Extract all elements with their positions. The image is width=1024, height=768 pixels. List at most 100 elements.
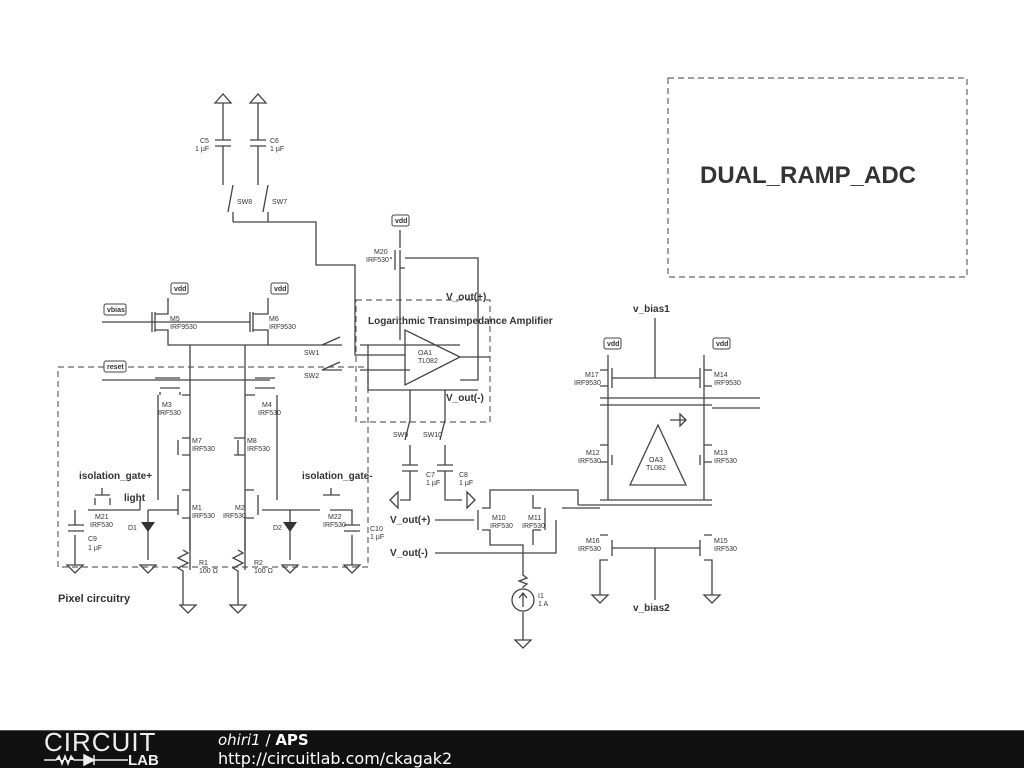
vdd-tag	[391, 214, 410, 227]
m11-label: M11	[528, 515, 541, 522]
m3-label: M3	[162, 402, 172, 409]
m17-label: M17	[585, 372, 599, 379]
amp-block-border[interactable]	[355, 299, 491, 423]
pixel-block-border[interactable]	[57, 366, 369, 568]
m4-value: IRF530	[258, 410, 281, 417]
m10-label: M10	[492, 515, 506, 522]
r2-value: 100 Ω	[254, 568, 273, 575]
current-source-arrow	[518, 591, 528, 607]
light-label: light	[124, 493, 146, 504]
vdd-label: vdd	[716, 341, 728, 348]
m7-label: M7	[192, 438, 202, 445]
m6-value: IRF9530	[269, 324, 296, 331]
m6-label: M6	[269, 316, 279, 323]
pixel-block-label: Pixel circuitry	[58, 593, 131, 605]
m21-value: IRF530	[90, 522, 113, 529]
m5-value: IRF9530	[170, 324, 197, 331]
sw10-label: SW10	[423, 432, 442, 439]
m14-label: M14	[714, 372, 728, 379]
resistor-diode-logo-icon	[44, 753, 128, 767]
m15-label: M15	[714, 538, 728, 545]
m20-label: M20	[374, 249, 388, 256]
m12-label: M12	[586, 450, 600, 457]
m7-value: IRF530	[192, 446, 215, 453]
sw1-label: SW1	[304, 350, 319, 357]
vdd-label: vdd	[274, 286, 286, 293]
oa1-label: OA1	[418, 350, 432, 357]
m16-label: M16	[586, 538, 600, 545]
vdd-tag	[270, 282, 289, 295]
r2-label: R2	[254, 560, 263, 567]
oa1-value: TL082	[418, 358, 438, 365]
sw2-label: SW2	[304, 373, 319, 380]
amp-block-label: Logarithmic Transimpedance Amplifier	[368, 316, 553, 327]
author-link[interactable]: ohiri1	[218, 731, 261, 749]
m20-value: IRF530	[366, 257, 389, 264]
oa1-symbol	[404, 328, 462, 387]
circuit-url[interactable]: http://circuitlab.com/ckagak2	[218, 749, 453, 768]
sw8-label: SW8	[237, 199, 252, 206]
adc-block-label: DUAL_RAMP_ADC	[700, 162, 916, 189]
c9-value: 1 µF	[88, 545, 102, 552]
m1-label: M1	[192, 505, 202, 512]
m2-label: M2	[235, 505, 245, 512]
m22-value: IRF530	[323, 522, 346, 529]
oa3-label: OA3	[649, 457, 663, 464]
circuitlab-logo[interactable]: CIRCUIT	[44, 727, 157, 757]
vdd-tag	[170, 282, 189, 295]
c6-label: C6	[270, 138, 279, 145]
vout-p-label: V_out(+)	[446, 292, 486, 303]
m15-value: IRF530	[714, 546, 737, 553]
m8-label: M8	[247, 438, 257, 445]
vdd-label: vdd	[607, 341, 619, 348]
m22-label: M22	[328, 514, 342, 521]
m21-label: M21	[95, 514, 109, 521]
m8-value: IRF530	[247, 446, 270, 453]
m16-value: IRF530	[578, 546, 601, 553]
vout-n-label: V_out(-)	[446, 393, 484, 404]
c8-label: C8	[459, 472, 468, 479]
v-bias1-label: v_bias1	[633, 304, 670, 315]
supply-arrows	[213, 93, 268, 104]
reset-label: reset	[107, 364, 124, 371]
c10-value: 1 µF	[370, 534, 384, 541]
vout-n-input-label: V_out(-)	[390, 548, 428, 559]
c5-value: 1 µF	[195, 146, 209, 153]
author-project: ohiri1 / APS	[218, 732, 309, 749]
i1-label: I1	[538, 593, 544, 600]
sw7-label: SW7	[272, 199, 287, 206]
oa3-value: TL082	[646, 465, 666, 472]
m2-value: IRF530	[223, 513, 246, 520]
m12-value: IRF530	[578, 458, 601, 465]
oa3-symbol	[628, 423, 688, 486]
vdd-label: vdd	[174, 286, 186, 293]
footer-bar: CIRCUIT LAB ohiri1 / APS http://circuitl…	[0, 727, 1024, 768]
c7-value: 1 µF	[426, 480, 440, 487]
m17-value: IRF9530	[574, 380, 601, 387]
m5-label: M5	[170, 316, 180, 323]
d1-label: D1	[128, 525, 137, 532]
r1-label: R1	[199, 560, 208, 567]
c9-label: C9	[88, 536, 97, 543]
c5-label: C5	[200, 138, 209, 145]
vout-p-input-label: V_out(+)	[390, 515, 430, 526]
c6-value: 1 µF	[270, 146, 284, 153]
circuitlab-logo-lab: LAB	[128, 752, 159, 768]
vdd-label: vdd	[395, 218, 407, 225]
isolation-gate-n-label: isolation_gate-	[302, 471, 373, 482]
i1-value: 1 A	[538, 601, 548, 608]
m4-label: M4	[262, 402, 272, 409]
m10-value: IRF530	[490, 523, 513, 530]
project-name[interactable]: APS	[275, 731, 309, 749]
m13-label: M13	[714, 450, 728, 457]
reset-tag	[103, 360, 127, 373]
sw9-label: SW9	[393, 432, 408, 439]
separator: /	[260, 731, 276, 749]
m14-value: IRF9530	[714, 380, 741, 387]
isolation-gate-p-label: isolation_gate+	[79, 471, 152, 482]
d2-label: D2	[273, 525, 282, 532]
schematic-drawing: DUAL_RAMP_ADC Logarithmic Transimpedance…	[57, 77, 968, 649]
vdd-tag	[712, 337, 731, 350]
m3-value: IRF530	[158, 410, 181, 417]
